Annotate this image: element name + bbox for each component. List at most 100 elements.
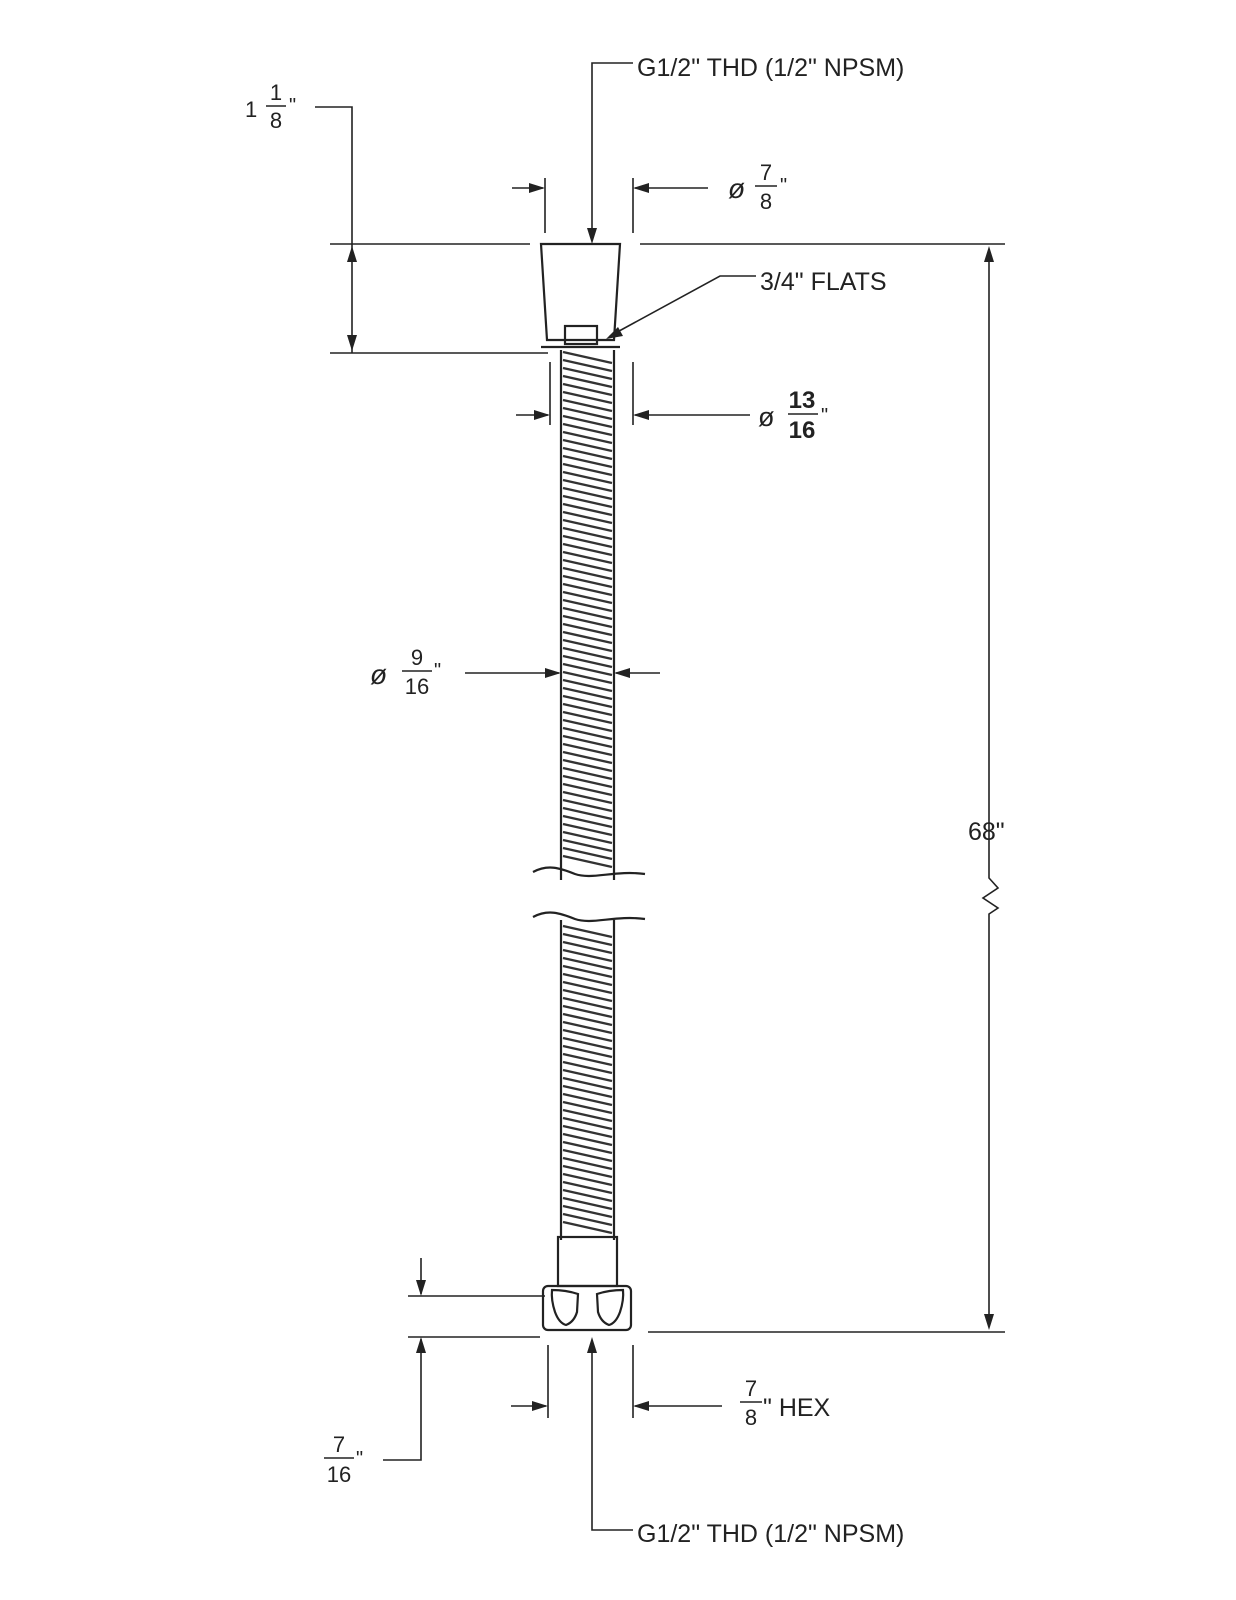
hose-corrugation-line [562, 382, 613, 397]
dimension-hose-diameter [465, 668, 660, 678]
hose-corrugation-line [562, 1116, 613, 1131]
hose-corrugation-line [562, 822, 613, 837]
hose-corrugation-line [562, 1212, 613, 1227]
hose-corrugation-line [562, 932, 613, 947]
hose-corrugation-line [562, 622, 613, 637]
hose-corrugation-line [562, 750, 613, 765]
top-thread-label: G1/2" THD (1/2" NPSM) [637, 54, 904, 82]
top-height-inch: " [289, 95, 296, 117]
hose-corrugation-line [562, 964, 613, 979]
leader-bottom-thread [587, 1337, 633, 1531]
bottom-height-value: 7 16 " [324, 1432, 363, 1487]
hose-body [559, 350, 616, 1240]
hose-corrugation-line [562, 702, 613, 717]
hose-corrugation-line [562, 1052, 613, 1067]
hose-corrugation-line [562, 972, 613, 987]
top-diameter-num: 7 [760, 160, 772, 185]
hose-corrugation-line [562, 1036, 613, 1051]
hose-corrugation-line [562, 996, 613, 1011]
hose-corrugation-line [562, 614, 613, 629]
hose-corrugation-line [562, 1020, 613, 1035]
hose-corrugation-line [562, 1180, 613, 1195]
hose-corrugation-line [562, 988, 613, 1003]
hose-corrugation-line [562, 422, 613, 437]
hose-corrugation-line [562, 734, 613, 749]
hex-num: 7 [745, 1376, 757, 1401]
bottom-height-den: 16 [327, 1462, 351, 1487]
hose-corrugation-line [562, 1220, 613, 1235]
hose-corrugation-line [562, 1028, 613, 1043]
hose-corrugation-line [562, 518, 613, 533]
hose-corrugation-line [562, 358, 613, 373]
top-height-value: 1 1 8 " [245, 80, 296, 133]
hose-corrugation-line [562, 686, 613, 701]
hose-corrugation-line [562, 766, 613, 781]
overall-length-label: 68" [968, 818, 1005, 846]
hose-corrugation-line [562, 1068, 613, 1083]
hose-corrugation-line [562, 1172, 613, 1187]
hose-corrugation-line [562, 1204, 613, 1219]
bottom-fitting [541, 1235, 633, 1332]
hose-corrugation-line [562, 1004, 613, 1019]
hose-corrugation-line [562, 430, 613, 445]
dimension-shank-diameter [516, 362, 750, 425]
hose-corrugation-line [562, 956, 613, 971]
leader-flats [606, 275, 756, 339]
hose-corrugation-line [562, 558, 613, 573]
dimension-hex [511, 1345, 722, 1418]
hose-corrugation-line [562, 1156, 613, 1171]
dimension-top-diameter [512, 178, 708, 233]
hose-corrugation-line [562, 1140, 613, 1155]
bottom-height-num: 7 [333, 1432, 345, 1457]
hose-corrugation-upper [562, 350, 613, 869]
hose-corrugation-lower [562, 924, 613, 1235]
hose-corrugation-line [562, 980, 613, 995]
leader-top-thread [587, 62, 633, 244]
hose-corrugation-line [562, 790, 613, 805]
top-diameter-den: 8 [760, 189, 772, 214]
dimension-top-height [315, 106, 548, 354]
hose-corrugation-line [562, 948, 613, 963]
hex-label: " HEX [763, 1394, 831, 1422]
flats-label: 3/4" FLATS [760, 268, 887, 296]
hose-corrugation-line [562, 940, 613, 955]
hose-corrugation-line [562, 774, 613, 789]
hose-corrugation-line [562, 1076, 613, 1091]
hose-corrugation-line [562, 606, 613, 621]
hose-corrugation-line [562, 566, 613, 581]
hex-den: 8 [745, 1405, 757, 1430]
top-diameter-symbol: ø [728, 173, 745, 204]
hose-diameter-value: ø 9 16 " [370, 645, 441, 699]
hose-corrugation-line [562, 550, 613, 565]
hose-corrugation-line [562, 590, 613, 605]
hose-corrugation-line [562, 526, 613, 541]
bottom-height-inch: " [356, 1448, 363, 1470]
hose-corrugation-line [562, 510, 613, 525]
top-diameter-inch: " [780, 175, 787, 197]
top-fitting [539, 242, 622, 349]
hose-corrugation-line [562, 1164, 613, 1179]
hose-corrugation-line [562, 574, 613, 589]
hose-corrugation-line [562, 718, 613, 733]
shank-diameter-inch: " [821, 405, 828, 427]
hose-corrugation-line [562, 854, 613, 869]
shank-diameter-den: 16 [789, 417, 816, 444]
hose-diameter-inch: " [434, 660, 441, 682]
hose-corrugation-line [562, 726, 613, 741]
hose-corrugation-line [562, 670, 613, 685]
hose-corrugation-line [562, 350, 613, 365]
hose-corrugation-line [562, 438, 613, 453]
hose-corrugation-line [562, 846, 613, 861]
hose-corrugation-line [562, 638, 613, 653]
hose-corrugation-line [562, 414, 613, 429]
hose-corrugation-line [562, 598, 613, 613]
hose-diameter-den: 16 [405, 674, 429, 699]
hose-corrugation-line [562, 1012, 613, 1027]
shank-diameter-value: ø 13 16 " [758, 387, 828, 444]
bottom-thread-label: G1/2" THD (1/2" NPSM) [637, 1520, 904, 1548]
top-height-num: 1 [270, 80, 282, 105]
hex-value: 7 8 " HEX [740, 1376, 831, 1430]
hose-corrugation-line [562, 1044, 613, 1059]
hose-corrugation-line [562, 366, 613, 381]
